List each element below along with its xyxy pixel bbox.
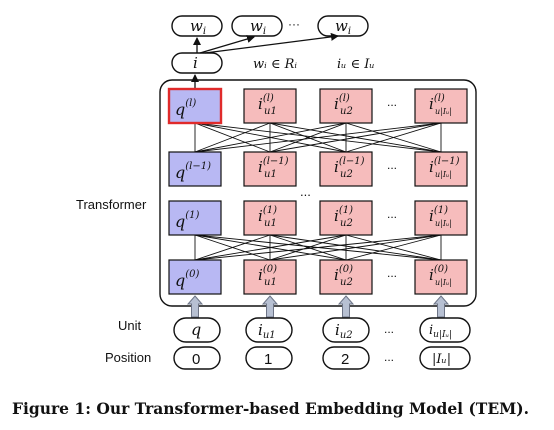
layer-cells: q(l) i(l)u1 i(l)u2 i(l)u|Iᵤ|... q(l−1) i(l−1)… (167, 87, 468, 295)
svg-text:i(0)u|Iᵤ|: i(0)u|Iᵤ| (429, 264, 452, 287)
position-ellipsis: ... (384, 350, 394, 364)
attention-link (194, 122, 271, 153)
output-ellipsis: ··· (288, 17, 300, 31)
item-cell-layer-1-3: i(l−1)u|Iᵤ| (414, 151, 468, 187)
position-node-0: 0 (173, 346, 221, 370)
svg-text:i(l−1)u2: i(l−1)u2 (334, 156, 365, 180)
svg-text:wi: wi (335, 17, 351, 37)
attention-link (269, 234, 347, 261)
item-cell-layer-3-2: i(0)u2 (319, 259, 373, 295)
svg-text:i(l)u|Iᵤ|: i(l)u|Iᵤ| (429, 93, 452, 116)
layer-ellipsis: ... (387, 266, 397, 280)
figure-caption: Figure 1: Our Transformer-based Embeddin… (12, 399, 529, 418)
attention-link (194, 122, 442, 153)
attention-link (194, 234, 271, 261)
svg-text:q(0): q(0) (175, 269, 200, 290)
output-w-node-3: wi (317, 15, 369, 37)
position-node-last: |Iᵤ| (419, 346, 471, 370)
output-w-node-2: wi (231, 15, 283, 37)
item-cell-layer-0-1: i(l)u1 (243, 88, 297, 124)
svg-text:wi: wi (250, 17, 266, 37)
input-arrow-0 (186, 295, 204, 318)
svg-text:q(1): q(1) (175, 210, 200, 231)
layer-ellipsis: ... (387, 95, 397, 109)
item-cell-layer-1-1: i(l−1)u1 (243, 151, 297, 187)
item-cell-layer-0-2: i(l)u2 (319, 88, 373, 124)
svg-text:2: 2 (341, 351, 349, 368)
transformer-label: Transformer (76, 197, 147, 212)
attention-link (269, 122, 347, 153)
svg-text:i(l)u2: i(l)u2 (334, 93, 353, 117)
unit-node-u2: iu2 (322, 317, 370, 343)
item-cell-layer-3-1: i(0)u1 (243, 259, 297, 295)
output-w-node-1: wi (171, 15, 223, 37)
unit-row-label: Unit (118, 318, 142, 333)
svg-text:0: 0 (192, 351, 200, 368)
svg-text:|Iᵤ|: |Iᵤ| (432, 352, 451, 367)
annotation-w-in-R: wᵢ ∈ Rᵢ (253, 57, 297, 72)
layer-ellipsis: ... (387, 207, 397, 221)
svg-text:i(1)u2: i(1)u2 (334, 205, 353, 229)
svg-text:wi: wi (190, 17, 206, 37)
input-arrow-1 (261, 295, 279, 318)
svg-text:i: i (193, 54, 198, 72)
item-cell-layer-1-2: i(l−1)u2 (319, 151, 373, 187)
unit-node-q: q (173, 317, 221, 343)
position-row-label: Position (105, 350, 151, 365)
input-arrows (186, 295, 450, 318)
attention-link (345, 234, 442, 261)
svg-text:i(1)u1: i(1)u1 (258, 205, 277, 229)
arrow-i-to-w2 (199, 35, 255, 54)
position-node-1: 1 (245, 346, 293, 370)
unit-node-last: iu|Iᵤ| (419, 317, 471, 343)
svg-text:q(l−1): q(l−1) (175, 161, 211, 182)
arrow-i-to-w3 (204, 32, 339, 54)
svg-text:i(l−1)u1: i(l−1)u1 (258, 156, 289, 180)
item-cell-layer-3-3: i(0)u|Iᵤ| (414, 259, 468, 295)
input-arrow-2 (337, 295, 355, 318)
attention-link (269, 122, 442, 153)
svg-text:1: 1 (264, 351, 272, 368)
attention-link (194, 234, 347, 261)
svg-text:iu2: iu2 (335, 321, 353, 341)
input-arrow-3 (432, 295, 450, 318)
query-cell-layer-1: q(l−1) (168, 151, 222, 187)
item-node: i (171, 52, 223, 74)
transformer-frame (159, 79, 477, 307)
svg-text:i(1)u|Iᵤ|: i(1)u|Iᵤ| (429, 205, 452, 228)
attention-link (194, 122, 347, 153)
unit-ellipsis: ... (384, 322, 394, 336)
attention-connections (194, 122, 442, 261)
item-cell-layer-2-1: i(1)u1 (243, 200, 297, 236)
unit-node-u1: iu1 (245, 317, 293, 343)
layer-ellipsis: ... (387, 158, 397, 172)
svg-text:iu1: iu1 (258, 321, 276, 341)
query-cell-layer-3: q(0) (168, 259, 222, 295)
query-cell-layer-2: q(1) (168, 200, 222, 236)
svg-text:q(l): q(l) (175, 98, 196, 119)
svg-text:i(0)u1: i(0)u1 (258, 264, 277, 288)
item-cell-layer-0-3: i(l)u|Iᵤ| (414, 88, 468, 124)
annotation-i-in-I: iᵤ ∈ Iᵤ (337, 57, 375, 72)
svg-text:i(0)u2: i(0)u2 (334, 264, 353, 288)
svg-text:i(l−1)u|Iᵤ|: i(l−1)u|Iᵤ| (429, 156, 460, 179)
attention-link (194, 234, 442, 261)
vertical-ellipsis: ... (300, 184, 311, 199)
item-cell-layer-2-2: i(1)u2 (319, 200, 373, 236)
position-node-2: 2 (322, 346, 370, 370)
svg-text:iu|Iᵤ|: iu|Iᵤ| (429, 323, 452, 340)
attention-link (345, 122, 442, 153)
attention-link (269, 234, 442, 261)
item-cell-layer-2-3: i(1)u|Iᵤ| (414, 200, 468, 236)
svg-text:q: q (191, 320, 201, 339)
query-cell-layer-0: q(l) (167, 87, 223, 125)
svg-text:i(l)u1: i(l)u1 (258, 93, 277, 117)
